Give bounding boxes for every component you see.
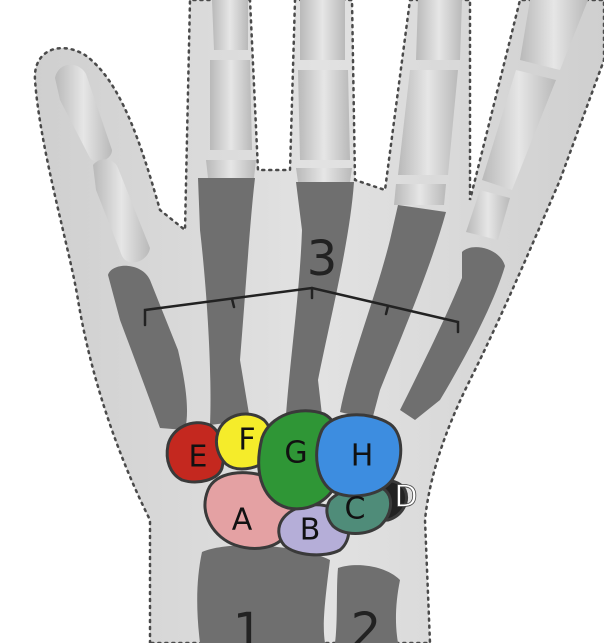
label-d: D	[394, 480, 417, 515]
metacarpal-4	[340, 205, 446, 420]
metacarpal-5	[400, 247, 505, 420]
ulna-bone	[335, 565, 400, 643]
thumb-phalanges	[55, 64, 150, 263]
metacarpal-2	[198, 178, 255, 425]
label-b: B	[300, 513, 321, 548]
forearm-bones	[197, 545, 400, 643]
label-arc-number: 3	[307, 231, 338, 287]
radius-bone	[197, 545, 330, 643]
metacarpal-bones	[108, 178, 505, 430]
ring-phalanges	[394, 0, 462, 205]
carpal-e	[165, 421, 225, 484]
metacarpal-1	[108, 265, 188, 430]
metacarpal-arc	[143, 286, 460, 334]
label-h: H	[351, 439, 374, 474]
index-phalanges	[206, 0, 256, 178]
label-bone-2: 2	[351, 603, 382, 643]
label-e: E	[189, 440, 208, 475]
label-bone-1: 1	[233, 603, 264, 643]
metacarpal-3	[286, 182, 354, 415]
middle-phalanges	[296, 0, 352, 182]
label-a: A	[232, 503, 253, 538]
chevron-left-icon	[5, 201, 43, 281]
little-phalanges	[466, 0, 588, 240]
label-c: C	[345, 492, 366, 527]
carpal-h	[315, 413, 403, 498]
label-f: F	[238, 423, 255, 458]
label-g: G	[284, 436, 307, 471]
carpal-bones	[165, 409, 408, 557]
prev-button[interactable]	[0, 196, 48, 286]
